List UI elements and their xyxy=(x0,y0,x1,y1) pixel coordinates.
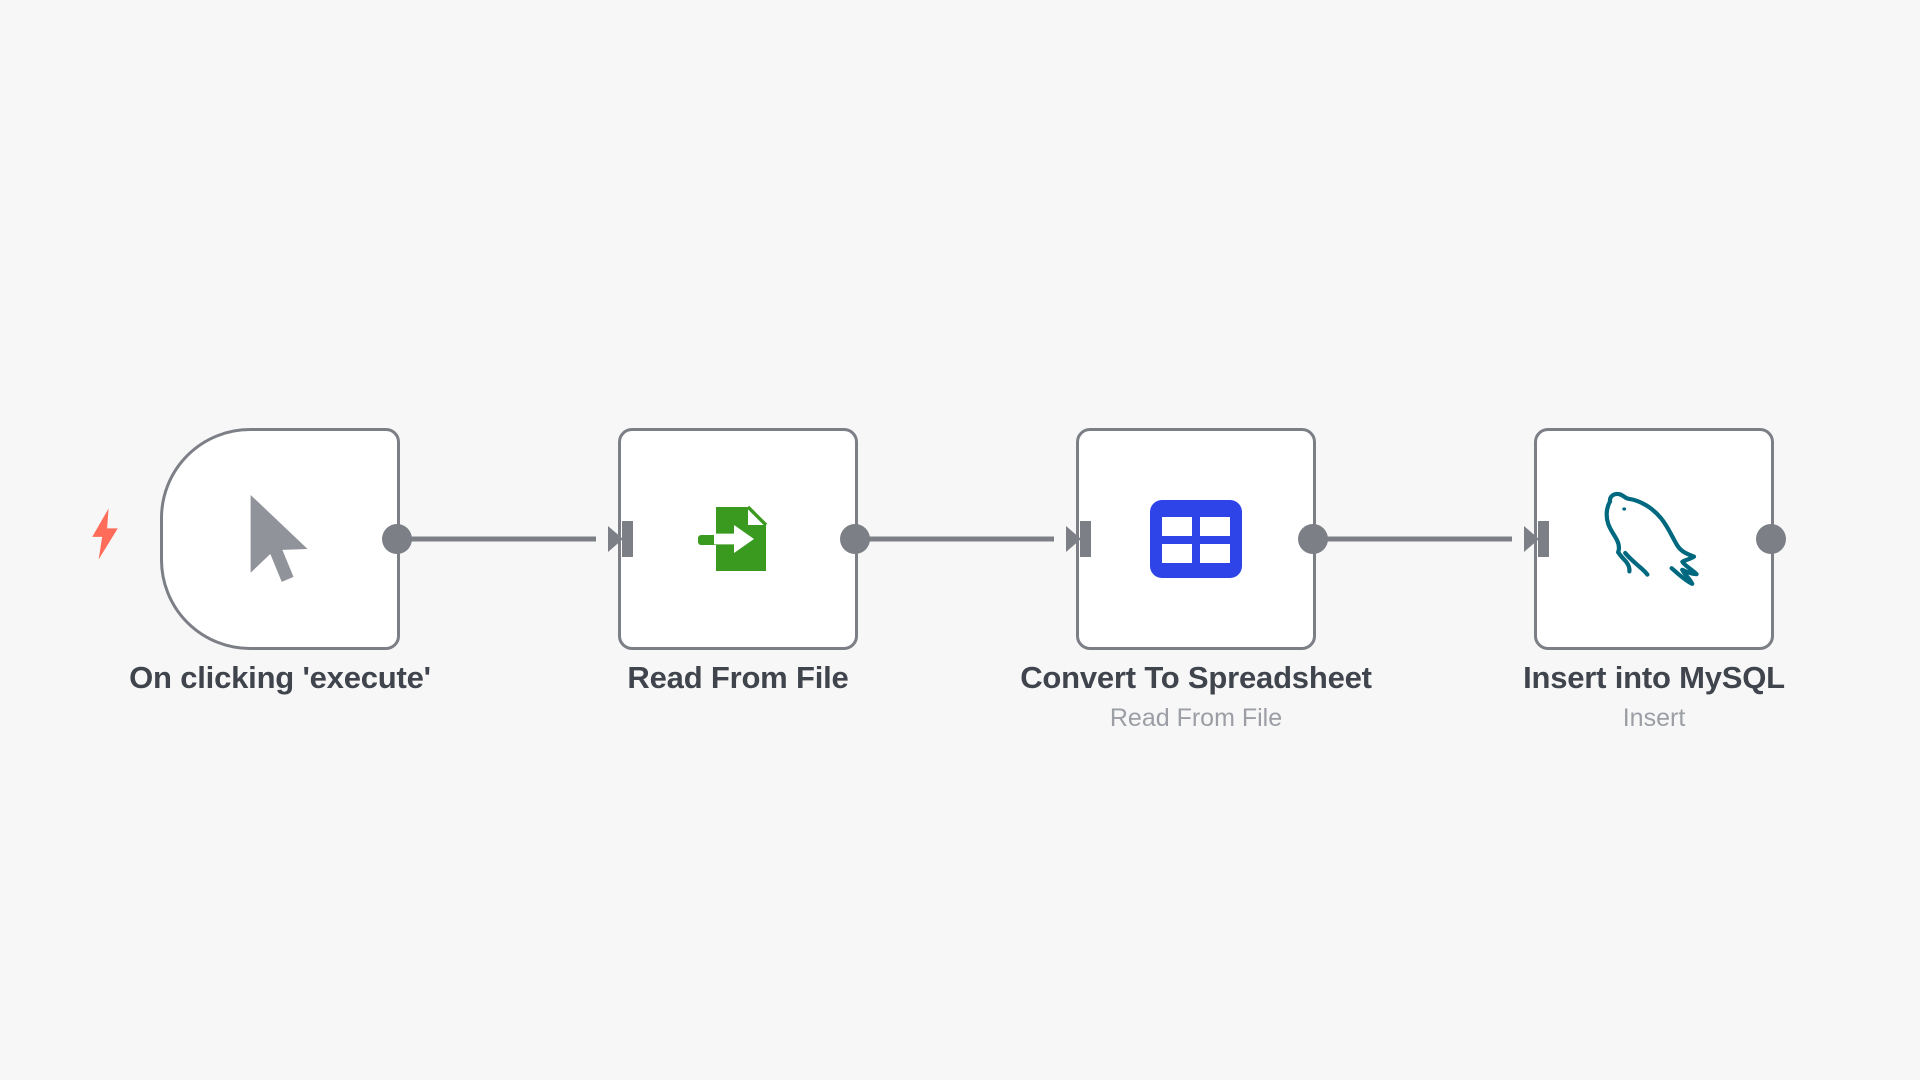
node-label-group: Convert To Spreadsheet Read From File xyxy=(986,660,1406,733)
node-body[interactable] xyxy=(608,428,870,650)
workflow-node-on-clicking-execute[interactable]: On clicking 'execute' xyxy=(129,428,431,695)
workflow-node-insert-into-mysql[interactable]: Insert into MySQL Insert xyxy=(1523,428,1786,732)
node-body[interactable] xyxy=(160,428,412,650)
node-body[interactable] xyxy=(1524,428,1786,650)
node-label-group: Insert into MySQL Insert xyxy=(1444,660,1864,733)
mysql-dolphin-icon xyxy=(1599,487,1709,591)
workflow-node-convert-to-spreadsheet[interactable]: Convert To Spreadsheet Read From File xyxy=(1020,428,1372,732)
spreadsheet-grid-icon xyxy=(1150,500,1242,578)
output-port[interactable] xyxy=(1756,524,1786,554)
node-title: On clicking 'execute' xyxy=(129,660,431,695)
node-body[interactable] xyxy=(1066,428,1328,650)
output-port[interactable] xyxy=(1298,524,1328,554)
node-subtitle: Insert xyxy=(1622,704,1686,732)
mouse-pointer-icon xyxy=(241,492,319,586)
node-title: Convert To Spreadsheet xyxy=(1020,660,1372,695)
output-port[interactable] xyxy=(840,524,870,554)
input-port[interactable] xyxy=(1066,513,1092,565)
node-title: Read From File xyxy=(627,660,849,695)
output-port[interactable] xyxy=(382,524,412,554)
node-label-group: Read From File xyxy=(528,660,948,696)
node-title: Insert into MySQL xyxy=(1523,660,1785,695)
input-port[interactable] xyxy=(608,513,634,565)
lightning-bolt-icon xyxy=(88,508,122,560)
file-import-icon xyxy=(690,491,786,587)
input-port[interactable] xyxy=(1524,513,1550,565)
node-label-group: On clicking 'execute' xyxy=(70,660,490,696)
node-subtitle: Read From File xyxy=(1109,704,1283,732)
workflow-node-read-from-file[interactable]: Read From File xyxy=(608,428,870,695)
